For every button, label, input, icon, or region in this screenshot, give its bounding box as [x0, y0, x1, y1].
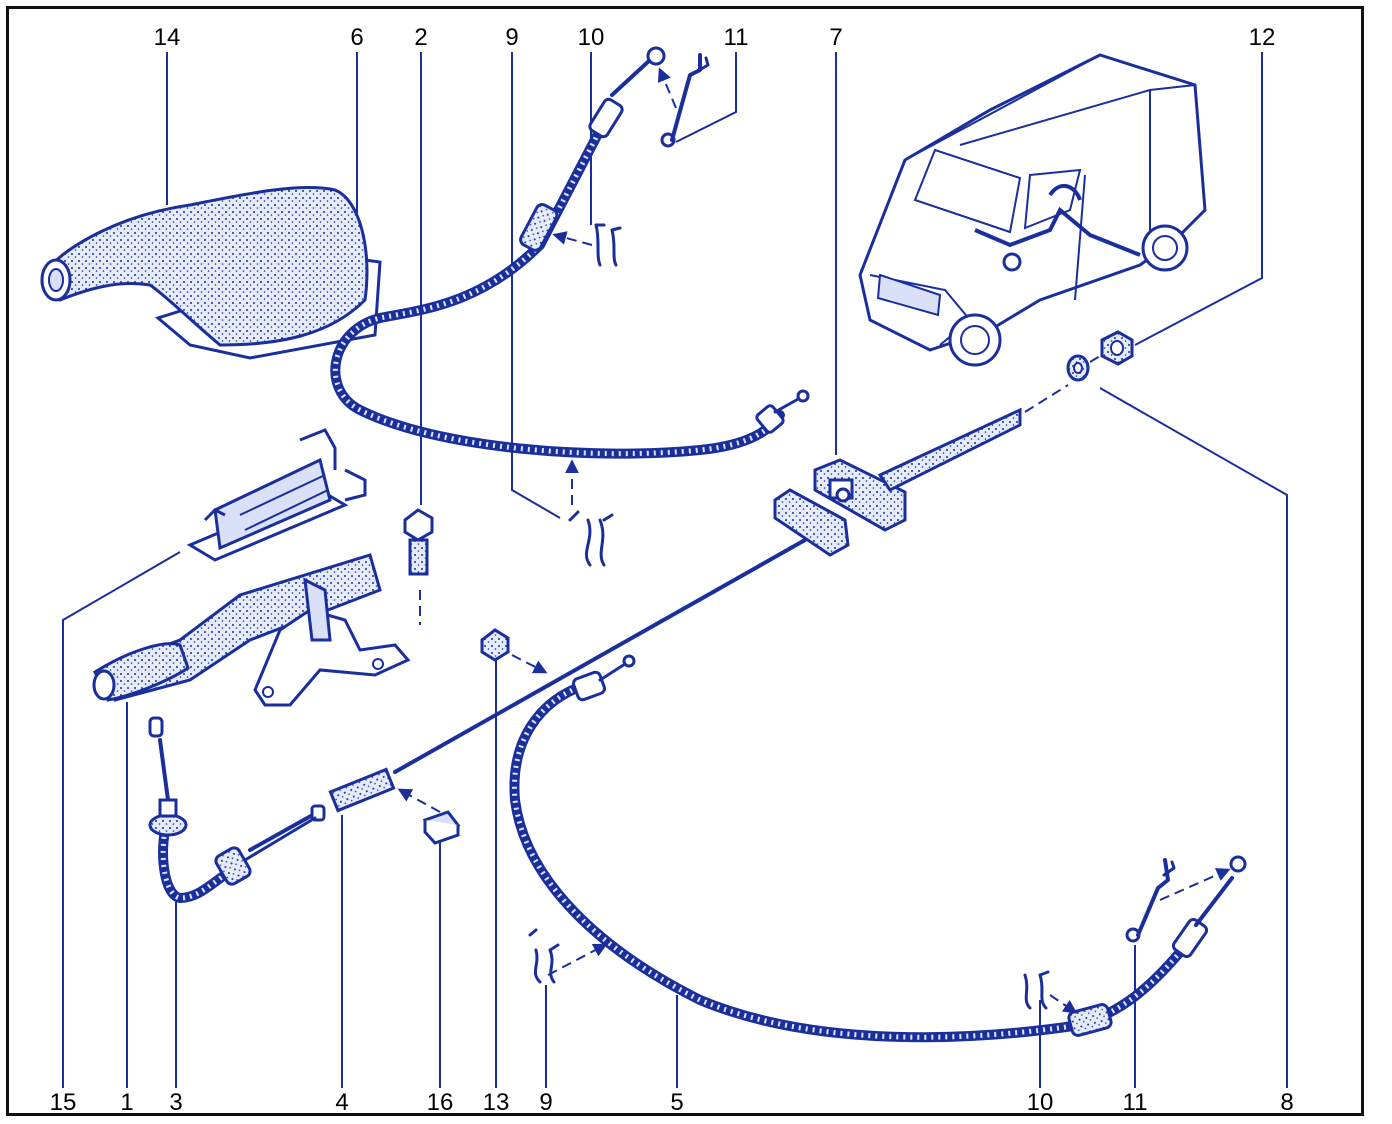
callout-9-top: 9 [505, 24, 518, 51]
clip-10-bottom [1023, 970, 1078, 1014]
leader-8 [1099, 387, 1288, 1088]
washer-8 [1066, 354, 1090, 382]
callout-16: 16 [427, 1089, 454, 1116]
leader-15 [62, 551, 181, 1088]
gaiter-boot-14 [40, 186, 382, 360]
spring-lever-11-bottom [1125, 858, 1231, 943]
callout-3: 3 [169, 1089, 182, 1116]
callout-10-bottom: 10 [1027, 1089, 1054, 1116]
leader-11-top [675, 52, 737, 143]
callout-5: 5 [670, 1089, 683, 1116]
clip-9-top [565, 459, 614, 567]
callout-4: 4 [335, 1089, 348, 1116]
console-bracket-15 [186, 428, 367, 562]
leader-12 [1134, 52, 1263, 346]
callout-11-bottom: 11 [1123, 1089, 1148, 1116]
callout-8: 8 [1280, 1089, 1293, 1116]
bolt-2 [403, 508, 434, 625]
clip-16 [422, 810, 461, 845]
nut-12 [1089, 330, 1134, 366]
front-cable-4 [248, 538, 807, 852]
callout-10-top: 10 [578, 24, 605, 51]
cable-5 [509, 654, 1247, 1043]
callout-14: 14 [154, 24, 181, 51]
callout-2: 2 [414, 24, 427, 51]
callout-11-top: 11 [724, 24, 749, 51]
cable-6 [330, 46, 810, 459]
callout-12: 12 [1249, 24, 1276, 51]
leader-9-top [511, 52, 561, 519]
leader-lines [62, 52, 1288, 1088]
clip-10-top [552, 223, 622, 267]
callout-6: 6 [350, 24, 363, 51]
callout-9-bottom: 9 [539, 1089, 552, 1116]
callout-13: 13 [483, 1089, 510, 1116]
callout-7: 7 [829, 24, 842, 51]
grommet-13 [480, 628, 548, 674]
van-illustration [858, 53, 1207, 367]
handbrake-lever-1 [92, 553, 411, 707]
callout-15: 15 [50, 1089, 77, 1116]
equaliser-7 [773, 384, 1069, 557]
callout-1: 1 [120, 1089, 133, 1116]
spring-lever-11-top [657, 53, 710, 148]
cable-3 [148, 716, 317, 903]
clip-9-bottom [528, 928, 608, 984]
